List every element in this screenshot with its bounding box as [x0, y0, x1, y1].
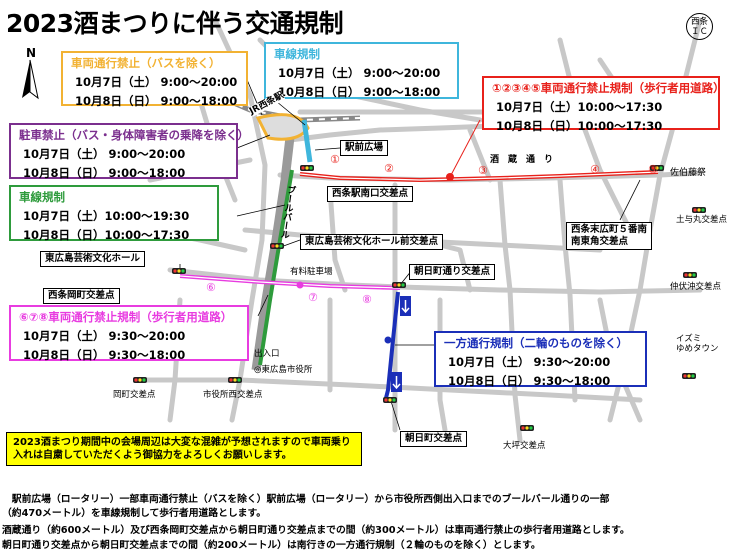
station-roundabout: [255, 113, 310, 141]
lane-restriction-green: [258, 169, 294, 366]
saho-label: 佐伯藤祭: [670, 168, 707, 178]
parking-prohibited-box: 駐車禁止（バス・身体障害者の乗降を除く） 10月7日（土） 9:00～20:00…: [9, 123, 249, 180]
sakagura-label: 酒 蔵 通 り: [490, 155, 554, 165]
box-title: 駐車禁止（バス・身体障害者の乗降を除く）: [19, 128, 249, 142]
asahi-dori-label: 朝日町通り交差点: [409, 264, 496, 280]
box-title: ①②③④⑤車両通行禁止規制（歩行者用道路）: [492, 81, 725, 95]
bunka-hall-front-label: 東広島芸術文化ホール前交差点: [300, 234, 444, 250]
north-label: N: [26, 46, 37, 60]
one-way-road-blue: [384, 291, 400, 399]
izumi-label: イズミ ゆめタウン: [676, 334, 719, 354]
box-title: 車線規制: [19, 190, 65, 204]
route-number-8: ⑧: [362, 293, 372, 306]
box-date-1: 10月7日（土）10:00～19:30: [23, 209, 190, 223]
page-title: 2023酒まつりに伴う交通規制: [6, 9, 344, 38]
lane-restriction-blue: [301, 119, 313, 163]
bunka-hall-label: 東広島芸術文化ホール: [40, 251, 146, 267]
route-number-7: ⑦: [308, 291, 318, 304]
okamachi-label: 岡町交差点: [113, 390, 156, 400]
ekimae-label: 駅前広場: [340, 140, 389, 156]
no-vehicle-678-box: ⑥⑦⑧車両通行禁止規制（歩行者用道路） 10月7日（土） 9:30～20:00 …: [9, 305, 249, 362]
lane-restriction-green-box: 車線規制 10月7日（土）10:00～19:30 10月8日（日）10:00～1…: [9, 185, 219, 242]
box-date-2: 10月8日（日） 9:30～18:00: [448, 374, 611, 388]
city-hall-label: ◎東広島市役所: [254, 365, 313, 375]
one-way-box: 一方通行規制（二輪のものを除く） 10月7日（土） 9:30～20:00 10月…: [434, 331, 647, 388]
box-date-2: 10月8日（日） 9:00～18:00: [278, 85, 441, 99]
footer-line-1: 駅前広場（ロータリー）一部車両通行禁止（バスを除く）駅前広場（ロータリー）から市…: [2, 494, 610, 505]
box-date-2: 10月8日（日） 9:30～18:00: [23, 348, 186, 362]
lane-restriction-top-box: 車線規制 10月7日（土） 9:00～20:00 10月8日（日） 9:00～1…: [264, 42, 459, 99]
route-number-3: ③: [478, 164, 488, 177]
tsuchiyo-label: 土与丸交差点: [676, 215, 728, 225]
route-number-5: ⑤: [648, 163, 658, 176]
box-date-1: 10月7日（土） 9:00～20:00: [75, 75, 238, 89]
saijo-oka-label: 西条岡町交差点: [43, 288, 120, 304]
asahi-cross-label: 朝日町交差点: [400, 431, 468, 447]
boulevard-road: [251, 119, 297, 371]
box-title: 車線規制: [274, 47, 320, 61]
magenta-route-marker: [296, 281, 304, 289]
box-date-1: 10月7日（土）10:00～17:30: [496, 100, 663, 114]
box-date-2: 10月8日（日） 9:00～18:00: [23, 166, 186, 180]
box-date-2: 10月8日（日） 9:00～18:00: [75, 94, 238, 108]
suehiro-label: 西条末広町５番南 南東角交差点: [566, 222, 653, 250]
traffic-signals: [133, 165, 706, 431]
north-arrow-icon: [22, 59, 39, 100]
no-vehicle-bus-box: 車両通行禁止（バスを除く） 10月7日（土） 9:00～20:00 10月8日（…: [61, 51, 248, 108]
box-title: 一方通行規制（二輪のものを除く）: [444, 336, 628, 350]
box-date-2: 10月8日（日）10:00～17:30: [496, 119, 663, 133]
exit-label: 出入口: [254, 349, 280, 359]
oosaka-label: 大坪交差点: [503, 441, 546, 451]
saijo-ic-label: 西条 ＩＣ: [686, 13, 713, 40]
cooperation-notice: 2023酒まつり期間中の会場周辺は大変な混雑が予想されますので車両乗り入れは自粛…: [6, 432, 362, 466]
pay-parking-label: 有料駐車場: [290, 267, 333, 277]
city-west-label: 市役所西交差点: [203, 390, 263, 400]
route-number-2: ②: [384, 162, 394, 175]
box-date-1: 10月7日（土） 9:30～20:00: [448, 355, 611, 369]
saijo-south-label: 西条駅南口交差点: [327, 186, 414, 202]
box-title: ⑥⑦⑧車両通行禁止規制（歩行者用道路）: [19, 310, 233, 324]
route-number-6: ⑥: [206, 281, 216, 294]
no-vehicle-12345-box: ①②③④⑤車両通行禁止規制（歩行者用道路） 10月7日（土）10:00～17:3…: [482, 76, 725, 133]
footer-line-4: 朝日町通り交差点から朝日町交差点までの間（約200メートル）は南行きの一方通行規…: [2, 540, 541, 551]
box-date-1: 10月7日（土） 9:30～20:00: [23, 329, 186, 343]
footer-line-3: 酒蔵通り（約600メートル）及び西条岡町交差点から朝日町通り交差点までの間（約3…: [2, 525, 630, 536]
route-number-1: ①: [330, 153, 340, 166]
nakamaru-label: 仲伏沖交差点: [670, 282, 722, 292]
box-date-1: 10月7日（土） 9:00～20:00: [278, 66, 441, 80]
box-date-2: 10月8日（日）10:00～17:30: [23, 228, 190, 242]
footer-line-2: （約470メートル）を車線規制して歩行者用道路とします。: [2, 508, 267, 519]
route-number-4: ④: [590, 163, 600, 176]
box-title: 車両通行禁止（バスを除く）: [71, 56, 221, 70]
box-date-1: 10月7日（土） 9:00～20:00: [23, 147, 186, 161]
